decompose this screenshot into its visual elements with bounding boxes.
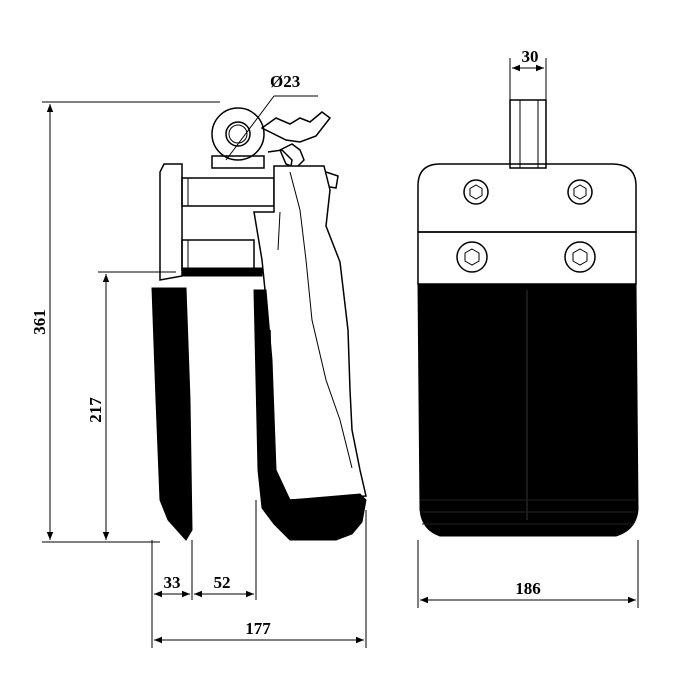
label-217: 217 [86, 397, 105, 423]
front-pad [253, 289, 367, 541]
rear-blade [151, 287, 193, 541]
eye-ring [211, 107, 265, 161]
dim-pin-diameter: Ø23 [225, 72, 318, 161]
bolt-bottom-left [456, 241, 488, 273]
label-361: 361 [30, 309, 49, 335]
latch-spring [279, 143, 305, 169]
lower-plate [417, 231, 637, 285]
bolt-top-right [567, 179, 593, 205]
latch-hook [260, 111, 332, 143]
front-view [417, 99, 639, 537]
label-33: 33 [164, 573, 181, 592]
label-30: 30 [522, 47, 539, 66]
label-52: 52 [214, 573, 231, 592]
side-view [151, 107, 367, 541]
label-186: 186 [515, 579, 541, 598]
dim-blade-thickness: 33 52 [151, 500, 257, 600]
bolt-top-left [463, 179, 489, 205]
pin-hole-inner [228, 124, 248, 144]
dim-side-width: 177 [151, 510, 367, 648]
pin-hole [225, 121, 251, 147]
dim-blade-height: 217 [86, 271, 176, 543]
label-177: 177 [245, 619, 271, 638]
rod-upper [181, 177, 275, 207]
dim-front-width: 186 [417, 540, 639, 608]
dim-overall-height: 361 [30, 101, 220, 543]
front-blade [417, 283, 639, 537]
bolt-bottom-right [564, 241, 596, 273]
cross-plate [181, 267, 263, 277]
stem [509, 99, 547, 169]
rod-lower [181, 239, 255, 271]
front-jaw-body [253, 165, 367, 501]
dim-stem-width: 30 [509, 47, 547, 100]
rear-jaw-plate [159, 163, 183, 281]
label-d23: Ø23 [270, 72, 300, 91]
top-bracket [211, 155, 265, 169]
upper-plate [417, 163, 637, 233]
